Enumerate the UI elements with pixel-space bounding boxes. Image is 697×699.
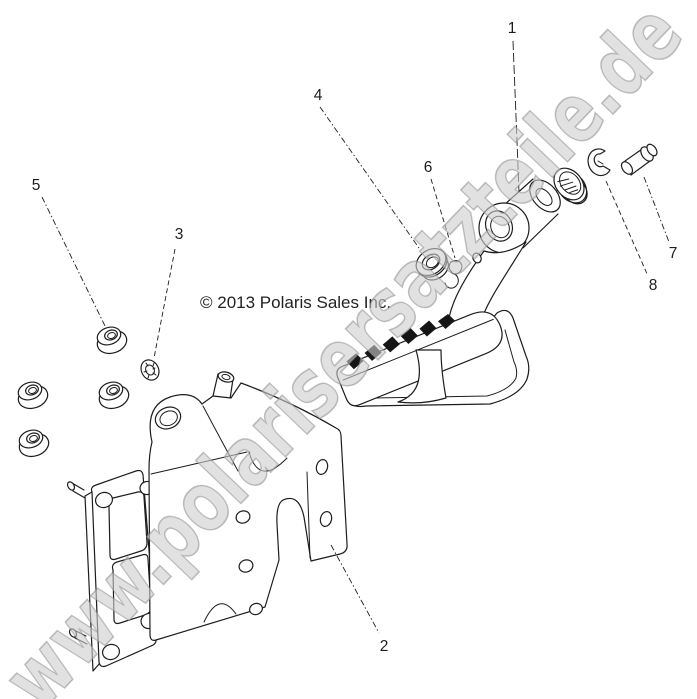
mount-bracket (148, 371, 348, 641)
flange-nut-1 (96, 326, 128, 355)
callout-3-label: 3 (175, 226, 184, 243)
leader-line-8 (605, 180, 649, 277)
callout-8-label: 8 (649, 277, 658, 294)
callout-1-label: 1 (508, 20, 517, 37)
tread-bar-1 (346, 353, 364, 370)
bracket-flange-hole-lower (319, 511, 333, 527)
brake-pedal (336, 178, 561, 408)
leader-line-6 (430, 178, 456, 259)
tread-bar-2 (364, 344, 382, 361)
leader-line-2 (330, 544, 380, 634)
flange-nut-4 (18, 429, 50, 458)
plate-pin-bottom (73, 629, 88, 645)
flange-nuts (17, 326, 130, 458)
tread-bar-6 (437, 313, 456, 329)
nut-hole-inner (29, 434, 38, 443)
leader-line-7 (643, 176, 670, 243)
plate-side-face (84, 491, 101, 672)
callout-5-label: 5 (32, 177, 41, 194)
callout-labels: 1 2 3 4 5 6 7 8 (32, 20, 678, 655)
callout-6-label: 6 (424, 159, 433, 176)
bracket-tab-notch (203, 603, 237, 623)
clevis-pin (620, 143, 658, 176)
bracket-pin-cap (217, 371, 235, 383)
pin-head-cap (646, 143, 658, 157)
cap-inner (559, 171, 582, 195)
leader-line-3 (153, 248, 176, 359)
plate-hole-top-left (94, 491, 114, 509)
pivot-bushing (415, 247, 449, 281)
pedal-boss-end (529, 179, 561, 213)
callout-2-label: 2 (380, 638, 389, 655)
bracket-flange-fold (306, 471, 311, 559)
e-clip-outline (587, 148, 611, 177)
nut-hole-inner (109, 386, 118, 395)
tread-bar-4 (400, 328, 418, 344)
leader-lines (41, 40, 670, 634)
bracket-tab-hole (249, 602, 263, 616)
plate-hole-bottom-left (101, 643, 121, 661)
callout-7-label: 7 (669, 245, 678, 262)
pedal-arm-hole (472, 252, 482, 264)
retainer-clip (444, 260, 463, 289)
bracket-u-cutout (248, 451, 288, 472)
tread-bar-3 (382, 336, 400, 353)
bracket-flange-hole-upper (315, 459, 329, 475)
bracket-arm-hole-inner (159, 410, 178, 427)
nut-hole-inner (28, 386, 37, 395)
pin-end (620, 161, 634, 175)
pedal-head-bore-inner (490, 215, 510, 239)
e-clip-middle-prong (597, 160, 604, 165)
washer-outer (140, 359, 160, 381)
bracket-face-hole-upper (235, 510, 251, 524)
leader-line-4 (319, 106, 420, 249)
nut-hole-inner (107, 331, 116, 340)
callout-4-label: 4 (314, 87, 323, 104)
washer-teeth (143, 362, 157, 379)
pedal-web-gusset (397, 349, 447, 404)
plate-pin-top-cap (66, 481, 76, 491)
bracket-pin-body (212, 373, 234, 400)
pedal-head-bore-outer (484, 210, 514, 242)
leader-line-1 (512, 40, 520, 193)
flange-nut-3 (98, 381, 130, 410)
pedal-boss-bore (535, 188, 553, 206)
bracket-top-front-edge (150, 451, 248, 475)
tread-bar-5 (419, 320, 437, 337)
bracket-pin-cap-inner (221, 373, 231, 381)
clip-outline (444, 260, 463, 289)
bracket-face-hole-lower (238, 559, 254, 573)
bracket-fold-line-1 (202, 405, 239, 472)
pivot-cap (553, 167, 588, 205)
e-clip (587, 148, 611, 177)
bushing-bore (425, 256, 439, 269)
star-washer (140, 359, 160, 381)
flange-nut-2 (17, 381, 49, 410)
leader-line-5 (41, 196, 107, 329)
cap-hatch (557, 178, 579, 194)
plate-pin-bottom-cap (68, 628, 78, 638)
copyright-text: © 2013 Polaris Sales Inc. (200, 293, 391, 312)
